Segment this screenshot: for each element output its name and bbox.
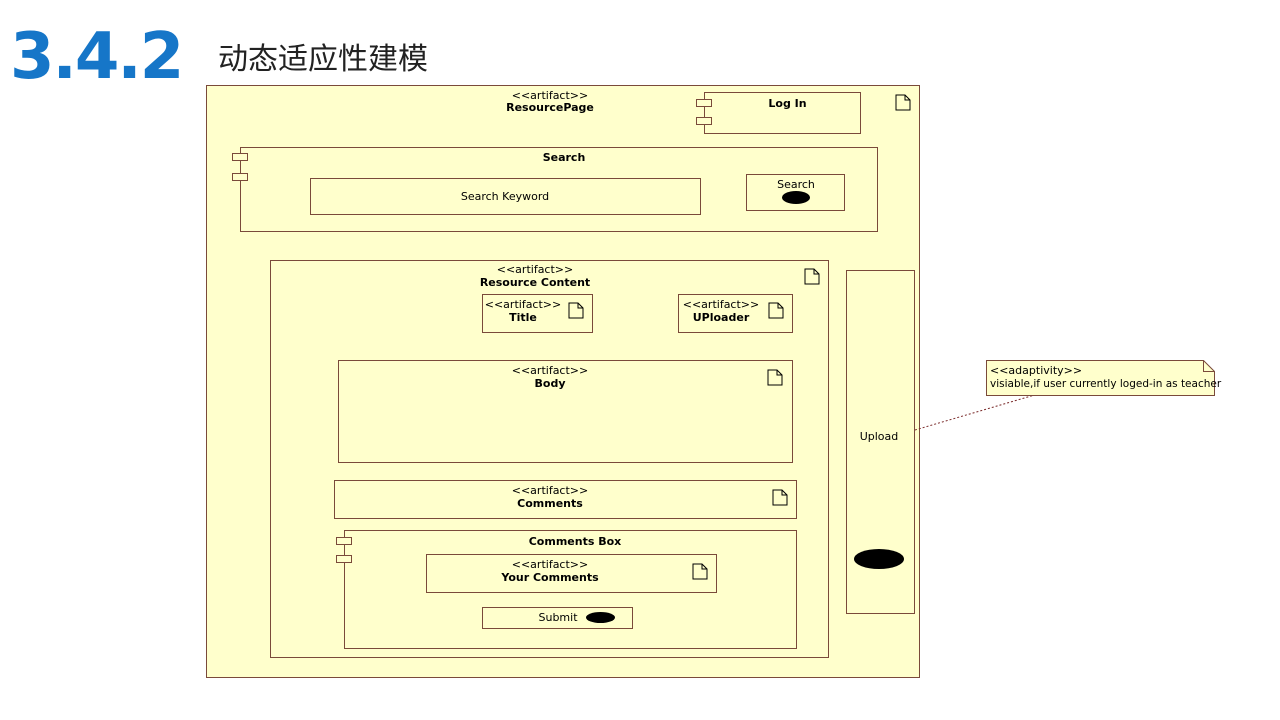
- title-name: Title: [509, 311, 537, 324]
- title-stereotype: <<artifact>>: [484, 298, 562, 311]
- resource-content-stereotype: <<artifact>>: [496, 263, 574, 276]
- document-icon: [768, 302, 784, 319]
- resource-page-stereotype: <<artifact>>: [511, 89, 589, 102]
- body-name: Body: [534, 377, 566, 390]
- search-keyword-label: Search Keyword: [460, 190, 550, 203]
- your-comments-input[interactable]: [426, 554, 717, 593]
- action-trigger-icon: [782, 191, 810, 204]
- component-lug-icon: [336, 537, 352, 545]
- document-icon: [568, 302, 584, 319]
- component-lug-icon: [232, 173, 248, 181]
- document-icon: [804, 268, 820, 285]
- action-trigger-icon: [586, 612, 615, 623]
- resource-content-name: Resource Content: [479, 276, 591, 289]
- uploader-stereotype: <<artifact>>: [682, 298, 760, 311]
- component-lug-icon: [696, 99, 712, 107]
- resource-page-name: ResourcePage: [506, 101, 594, 114]
- component-lug-icon: [232, 153, 248, 161]
- adaptivity-note-stereotype: <<adaptivity>>: [990, 364, 1083, 377]
- document-icon: [692, 563, 708, 580]
- adaptivity-note-text: visiable,if user currently loged-in as t…: [990, 378, 1222, 390]
- comments-artifact: [334, 480, 797, 519]
- login-label: Log In: [768, 97, 807, 110]
- upload-label: Upload: [859, 430, 899, 443]
- section-number: 3.4.2: [10, 20, 184, 94]
- search-title: Search: [542, 151, 586, 164]
- your-comments-name: Your Comments: [501, 571, 599, 584]
- section-title: 动态适应性建模: [218, 42, 428, 77]
- search-button-label: Search: [777, 178, 815, 191]
- search-keyword-input[interactable]: [310, 178, 701, 215]
- body-artifact: [338, 360, 793, 463]
- submit-button-label: Submit: [538, 611, 578, 624]
- component-lug-icon: [696, 117, 712, 125]
- login-component[interactable]: [704, 92, 861, 134]
- note-connector: [914, 393, 1039, 431]
- comments-box-title: Comments Box: [528, 535, 622, 548]
- action-trigger-icon: [854, 549, 904, 569]
- document-icon: [772, 489, 788, 506]
- body-stereotype: <<artifact>>: [511, 364, 589, 377]
- comments-stereotype: <<artifact>>: [511, 484, 589, 497]
- component-lug-icon: [336, 555, 352, 563]
- adaptivity-note-shape: [986, 360, 1215, 396]
- comments-name: Comments: [517, 497, 583, 510]
- document-icon: [767, 369, 783, 386]
- document-icon: [895, 94, 911, 111]
- your-comments-stereotype: <<artifact>>: [511, 558, 589, 571]
- uploader-name: UPloader: [692, 311, 750, 324]
